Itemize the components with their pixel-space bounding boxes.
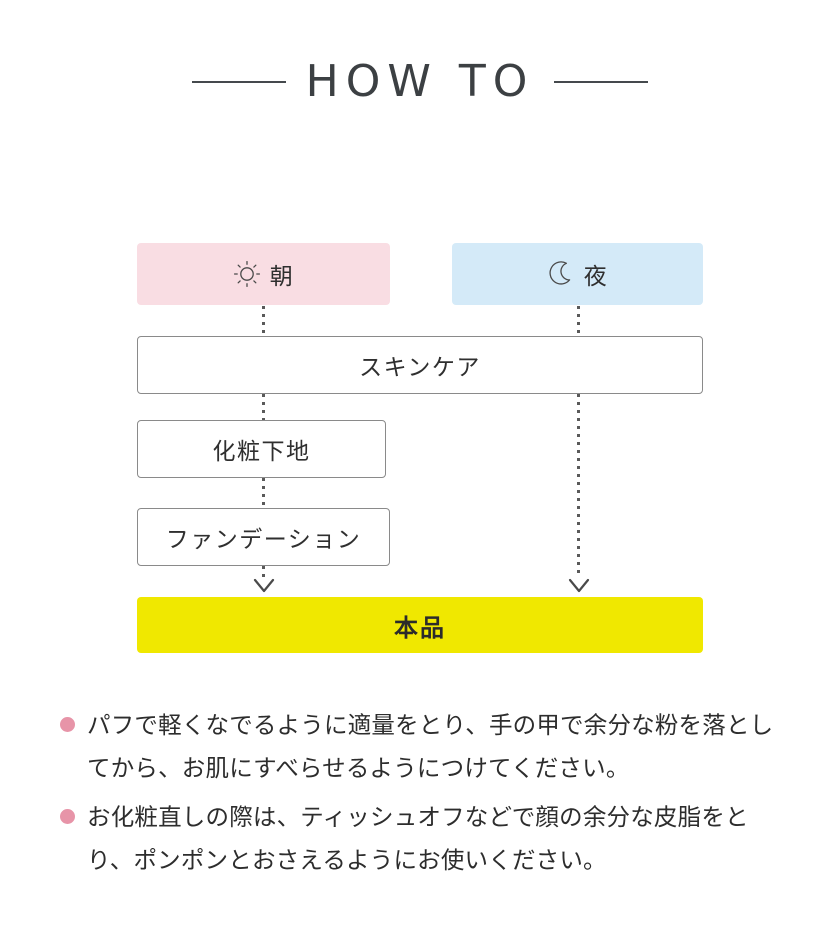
usage-notes-list: パフで軽くなでるように適量をとり、手の甲で余分な粉を落としてから、お肌にすべらせ… [60, 704, 790, 888]
list-item: お化粧直しの際は、ティッシュオフなどで顔の余分な皮脂をとり、ポンポンとおさえるよ… [60, 796, 790, 883]
title-rule-right [554, 81, 649, 83]
list-item: パフで軽くなでるように適量をとり、手の甲で余分な粉を落としてから、お肌にすべらせ… [60, 704, 790, 791]
flow-node-night-label: 夜 [583, 263, 609, 289]
page-title-text: HOW TO [305, 56, 535, 107]
page-title: HOW TO [0, 60, 840, 104]
connector-night-to-product [577, 306, 580, 574]
connector-foundation-to-product [262, 566, 265, 580]
connector-morning-to-skincare [262, 306, 265, 336]
usage-note-text: お化粧直しの際は、ティッシュオフなどで顔の余分な皮脂をとり、ポンポンとおさえるよ… [87, 802, 749, 875]
sun-icon [233, 260, 261, 288]
flow-node-morning: 朝 [137, 243, 390, 305]
flow-node-skincare-label: スキンケア [359, 354, 481, 380]
connector-skincare-to-base [262, 394, 265, 420]
title-rule-left [191, 81, 286, 83]
flow-node-product-label: 本品 [394, 614, 446, 642]
flow-node-product: 本品 [137, 597, 703, 653]
bullet-dot-icon [60, 808, 75, 824]
bullet-dot-icon [60, 717, 75, 732]
flow-node-foundation: ファンデーション [137, 508, 390, 566]
flow-node-makeup-base: 化粧下地 [137, 420, 386, 478]
flow-node-skincare: スキンケア [137, 336, 703, 394]
flow-node-makeup-base-label: 化粧下地 [212, 438, 311, 464]
usage-note-text: パフで軽くなでるように適量をとり、手の甲で余分な粉を落としてから、お肌にすべらせ… [87, 711, 774, 783]
flow-node-night: 夜 [452, 243, 703, 305]
arrow-head-left [253, 578, 275, 593]
moon-icon [547, 260, 575, 288]
connector-base-to-foundation [262, 478, 265, 508]
flow-node-foundation-label: ファンデーション [165, 526, 362, 552]
arrow-head-right [568, 578, 590, 593]
how-to-flow-diagram: 朝 夜 スキンケア 化粧下地 ファンデーション [137, 243, 703, 653]
flow-node-morning-label: 朝 [269, 263, 295, 289]
